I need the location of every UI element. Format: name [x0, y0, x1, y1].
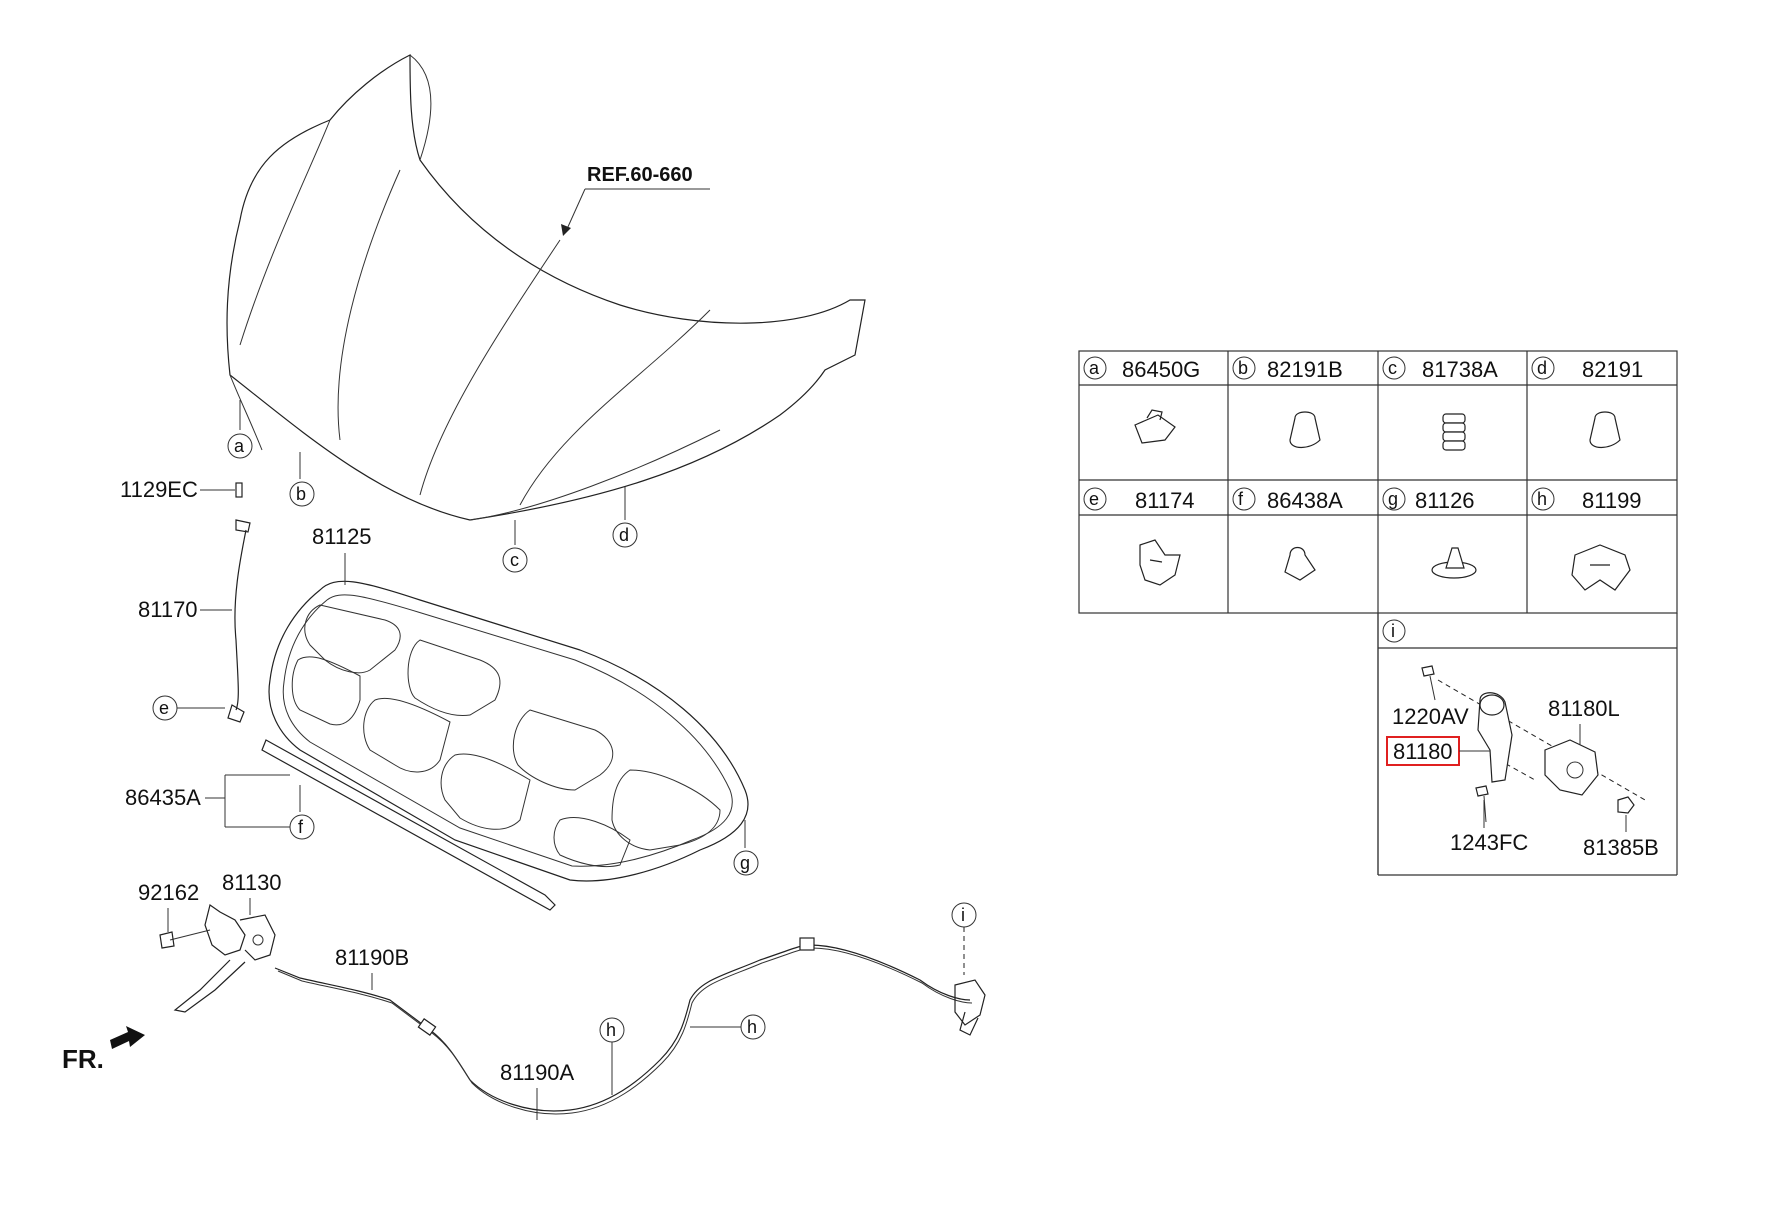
legend-table: [1078, 350, 1678, 876]
release-cable: [274, 937, 973, 1115]
svg-text:1129EC: 1129EC: [120, 477, 198, 502]
svg-text:81130: 81130: [222, 870, 282, 895]
svg-text:h: h: [606, 1020, 616, 1040]
legend-cell-a: a 86450G: [1083, 356, 1200, 444]
svg-text:81174: 81174: [1135, 488, 1195, 513]
svg-text:g: g: [1388, 489, 1398, 509]
svg-text:81199: 81199: [1582, 488, 1642, 513]
bumper-icon: [1289, 411, 1321, 449]
bumper-icon: [1589, 411, 1621, 449]
hood-stay-rod: [227, 482, 251, 723]
label-81190A: 81190A: [500, 1060, 575, 1120]
svg-text:c: c: [510, 550, 519, 570]
legend-cell-e: e 81174: [1083, 487, 1195, 586]
svg-text:b: b: [1238, 358, 1248, 378]
svg-text:92162: 92162: [138, 880, 199, 905]
clip-icon: [1134, 409, 1176, 444]
svg-text:e: e: [159, 698, 169, 718]
svg-text:a: a: [1089, 358, 1100, 378]
label-81170: 81170: [138, 597, 232, 622]
svg-text:82191: 82191: [1582, 357, 1643, 382]
retainer-icon: [1284, 546, 1316, 581]
svg-text:d: d: [619, 525, 629, 545]
callout-h-right: h: [690, 1014, 766, 1040]
svg-text:FR.: FR.: [62, 1044, 104, 1074]
svg-text:h: h: [747, 1017, 757, 1037]
callout-i: i: [951, 902, 977, 975]
latch-bolt: [159, 929, 211, 949]
callout-c: c: [502, 520, 528, 573]
svg-text:i: i: [961, 905, 965, 925]
svg-text:81126: 81126: [1415, 488, 1475, 513]
svg-text:e: e: [1089, 489, 1099, 509]
callout-d: d: [612, 487, 638, 548]
legend-cell-b: b 82191B: [1232, 356, 1343, 449]
legend-detail-i: i 1220AV 81180L 81180 1243FC 81385B: [1382, 619, 1659, 860]
svg-text:c: c: [1388, 358, 1397, 378]
legend-cell-f: f 86438A: [1232, 487, 1343, 581]
svg-text:81190A: 81190A: [500, 1060, 575, 1085]
callout-h-left: h: [599, 1017, 625, 1095]
svg-text:81180L: 81180L: [1548, 696, 1620, 721]
callout-e: e: [152, 695, 225, 721]
svg-text:86450G: 86450G: [1122, 357, 1200, 382]
svg-text:b: b: [296, 484, 306, 504]
label-92162: 92162: [138, 880, 199, 932]
ref-callout: REF.60-660: [561, 164, 710, 236]
callout-a: a: [227, 400, 253, 459]
callout-g: g: [733, 820, 759, 876]
legend-cell-d: d 82191: [1531, 356, 1643, 449]
svg-text:86438A: 86438A: [1267, 488, 1343, 513]
svg-text:81125: 81125: [312, 524, 372, 549]
bracket-clip-icon: [1139, 539, 1181, 586]
cable-clip-icon: [1571, 544, 1631, 591]
callout-b: b: [289, 452, 315, 507]
front-arrow-icon: [110, 1026, 145, 1049]
label-81190B: 81190B: [335, 945, 409, 990]
svg-text:1243FC: 1243FC: [1450, 830, 1528, 855]
legend-cell-g: g 81126: [1382, 487, 1477, 579]
label-1129EC: 1129EC: [120, 477, 235, 502]
svg-text:1220AV: 1220AV: [1392, 704, 1469, 729]
svg-text:82191B: 82191B: [1267, 357, 1343, 382]
ref-label: REF.60-660: [587, 164, 693, 186]
label-81130: 81130: [222, 870, 282, 915]
label-81125: 81125: [312, 524, 372, 585]
svg-text:d: d: [1537, 358, 1547, 378]
release-handle: [954, 979, 986, 1036]
svg-text:f: f: [298, 817, 304, 837]
callout-f: f: [289, 785, 315, 840]
svg-text:81180: 81180: [1393, 739, 1453, 764]
front-direction-marker: FR.: [62, 1026, 145, 1074]
legend-cell-c: c 81738A: [1382, 356, 1498, 451]
svg-text:f: f: [1238, 489, 1244, 509]
svg-text:81170: 81170: [138, 597, 198, 622]
svg-text:81738A: 81738A: [1422, 357, 1498, 382]
svg-text:86435A: 86435A: [125, 785, 201, 810]
svg-text:h: h: [1537, 489, 1547, 509]
svg-text:i: i: [1391, 621, 1395, 641]
svg-text:81385B: 81385B: [1583, 835, 1659, 860]
hood-weatherstrip: [261, 739, 556, 911]
stopper-icon: [1442, 413, 1466, 451]
hood-latch: [173, 904, 276, 1013]
hood-panel: [226, 54, 866, 521]
legend-cell-h: h 81199: [1531, 487, 1642, 591]
svg-text:a: a: [234, 436, 245, 456]
hood-insulator: [268, 580, 749, 882]
svg-text:81190B: 81190B: [335, 945, 409, 970]
push-pin-icon: [1431, 547, 1477, 579]
label-86435A: 86435A: [125, 774, 290, 828]
svg-text:g: g: [740, 853, 750, 873]
